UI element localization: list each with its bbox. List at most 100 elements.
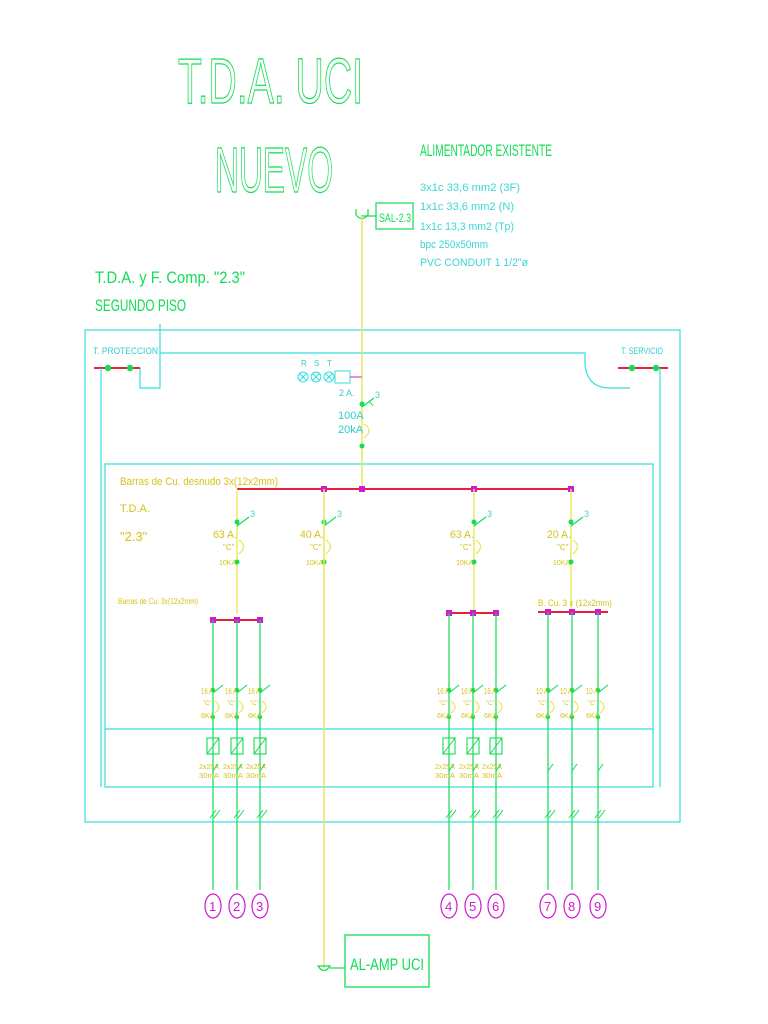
circuit-breaker-ka: 6KA (536, 713, 550, 720)
cable-slash-mark (256, 809, 268, 819)
circuit-breaker-terminal (210, 687, 216, 693)
circuit-breaker-rating: 16 A (437, 687, 449, 696)
circuit-breaker-switch (236, 684, 248, 694)
circuit-number-marker (464, 893, 482, 919)
circuit-breaker-switch (448, 684, 460, 694)
cable-gland-mark (547, 763, 554, 772)
branch-breaker-poles: 3 (250, 509, 255, 519)
board-enclosure (84, 329, 681, 823)
circuit-breaker-rating: 16 A (248, 687, 260, 696)
circuit-breaker-curve: "C" (588, 701, 597, 707)
circuit-breaker-ka: 6KA (560, 713, 574, 720)
board-name-line2: SEGUNDO PISO (95, 296, 186, 315)
cable-slash-mark (594, 809, 606, 819)
rcd-rating: 2x25A (223, 764, 243, 771)
cable-gland-mark (259, 763, 266, 772)
branch-breaker-curve: "C" (557, 543, 569, 552)
circuit-breaker-terminal (569, 687, 575, 693)
branch-breaker-rating: 40 A. (300, 529, 324, 541)
circuit-breaker-rating: 16 A (201, 687, 213, 696)
circuit-breaker-switch (495, 684, 507, 694)
circuit-breaker-trip (450, 700, 456, 714)
feeder-spec-line: 1x1c 33,6 mm2 (N) (420, 201, 514, 213)
inner-panel (104, 463, 654, 788)
circuit-breaker-switch (571, 684, 583, 694)
rcd-rating: 2x25A (482, 764, 502, 771)
circuit-breaker-terminal (493, 714, 499, 720)
circuit-number-marker (251, 893, 269, 919)
circuit-breaker-ka: 6KA (586, 713, 600, 720)
circuit-breaker-curve: "C" (203, 701, 212, 707)
circuit-breaker-curve: "C" (463, 701, 472, 707)
circuit-breaker-curve: "C" (227, 701, 236, 707)
circuit-breaker-terminal (470, 714, 476, 720)
feeder-spec-line: PVC CONDUIT 1 1/2"ø (420, 257, 528, 269)
branch-breaker-terminal (471, 519, 477, 525)
circuit-number-marker (539, 893, 557, 919)
circuit-breaker-terminal (257, 714, 263, 720)
circuit-breaker-ka: 6KA (461, 713, 475, 720)
circuit-breaker-terminal (493, 687, 499, 693)
branch-breaker-trip (325, 539, 332, 555)
circuit-breaker-ka: 6KA (225, 713, 239, 720)
phase-label: S (314, 359, 319, 368)
circuit-breaker-terminal (569, 714, 575, 720)
branch-breaker-curve: "C" (310, 543, 322, 552)
feeder-spec-line: 3x1c 33,6 mm2 (3F) (420, 182, 520, 194)
circuit-number: 8 (568, 899, 575, 914)
rcd-box (466, 737, 480, 755)
feeder-spec-line: bpc 250x50mm (420, 239, 488, 251)
rcd-rating: 2x25A (199, 764, 219, 771)
cable-gland-mark (495, 763, 502, 772)
title-line1: T.D.A. UCI (178, 45, 363, 117)
circuit-breaker-terminal (545, 687, 551, 693)
rcd-box (230, 737, 244, 755)
cable-gland-mark (571, 763, 578, 772)
circuit-breaker-curve: "C" (486, 701, 495, 707)
circuit-number: 2 (233, 899, 240, 914)
phase-label: T (327, 359, 332, 368)
source-tag: SAL-2.3 (355, 202, 414, 230)
cable-slash-mark (568, 809, 580, 819)
branch-breaker-switch (570, 516, 584, 527)
cable-gland-mark (212, 763, 219, 772)
branch-breaker-poles: 3 (584, 509, 589, 519)
circuit-breaker-trip (238, 700, 244, 714)
circuit-breaker-curve: "C" (538, 701, 547, 707)
busbar-label: Barras de Cu. desnudo 3x(12x2mm) (120, 476, 278, 488)
branch-breaker-ka: 10KA (306, 560, 323, 567)
protection-label: T. PROTECCION (93, 346, 158, 356)
circuit-breaker-switch (597, 684, 609, 694)
main-breaker-poles: 3 (375, 390, 380, 400)
circuit-number: 5 (469, 899, 476, 914)
circuit-breaker-terminal (446, 714, 452, 720)
circuit-breaker-trip (599, 700, 605, 714)
circuit-breaker-ka: 6KA (437, 713, 451, 720)
circuit-breaker-curve: "C" (439, 701, 448, 707)
cable-gland-mark (597, 763, 604, 772)
circuit-breaker-terminal (595, 687, 601, 693)
circuit-breaker-terminal (210, 714, 216, 720)
feeder-heading: ALIMENTADOR EXISTENTE (420, 141, 552, 160)
circuit-breaker-ka: 6KA (201, 713, 215, 720)
branch-breaker-rating: 20 A. (547, 529, 571, 541)
circuit-breaker-rating: 16 A (461, 687, 473, 696)
fuse-label: 2 A. (339, 388, 355, 398)
title-line2: NUEVO (215, 134, 333, 206)
circuit-breaker-terminal (595, 714, 601, 720)
circuit-breaker-terminal (446, 687, 452, 693)
feeder-spec: 3x1c 33,6 mm2 (3F) 1x1c 33,6 mm2 (N) 1x1… (420, 182, 528, 269)
circuit-breaker-curve: "C" (250, 701, 259, 707)
branch-breaker-terminal (568, 559, 574, 565)
circuit-breaker-terminal (234, 687, 240, 693)
branch-breaker-terminal (234, 519, 240, 525)
circuit-number-marker (589, 893, 607, 919)
rcd-sensitivity: 30mA (482, 773, 502, 780)
circuit-number: 9 (594, 899, 601, 914)
circuit-number: 1 (209, 899, 216, 914)
circuit-number-marker (228, 893, 246, 919)
tda-label: T.D.A. (120, 503, 150, 515)
circuit-breaker-rating: 10 A (560, 687, 572, 696)
rcd-box (489, 737, 503, 755)
